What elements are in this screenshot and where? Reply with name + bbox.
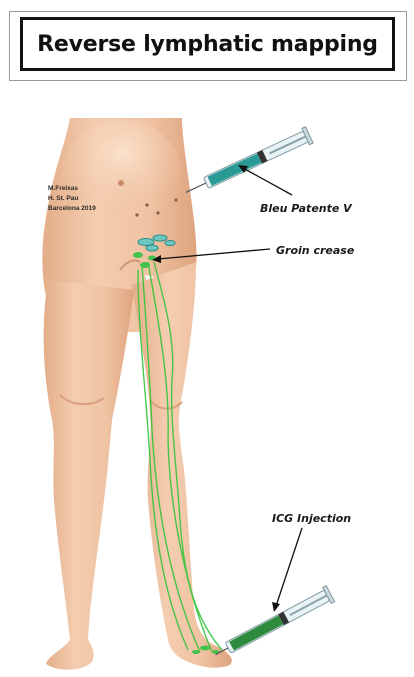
signature-line-1: M.Freixas [48,185,78,192]
right-leg [44,280,134,670]
left-leg [132,262,232,668]
signature-line-2: H. St. Pau [48,195,78,202]
syringe-icon [182,127,313,201]
label-icg-injection: ICG Injection [272,512,351,525]
label-bleu-patente: Bleu Patente V [260,202,353,215]
syringe-icon [211,586,334,663]
label-groin-crease: Groin crease [276,244,355,257]
signature-line-3: Barcelona 2019 [48,205,96,212]
